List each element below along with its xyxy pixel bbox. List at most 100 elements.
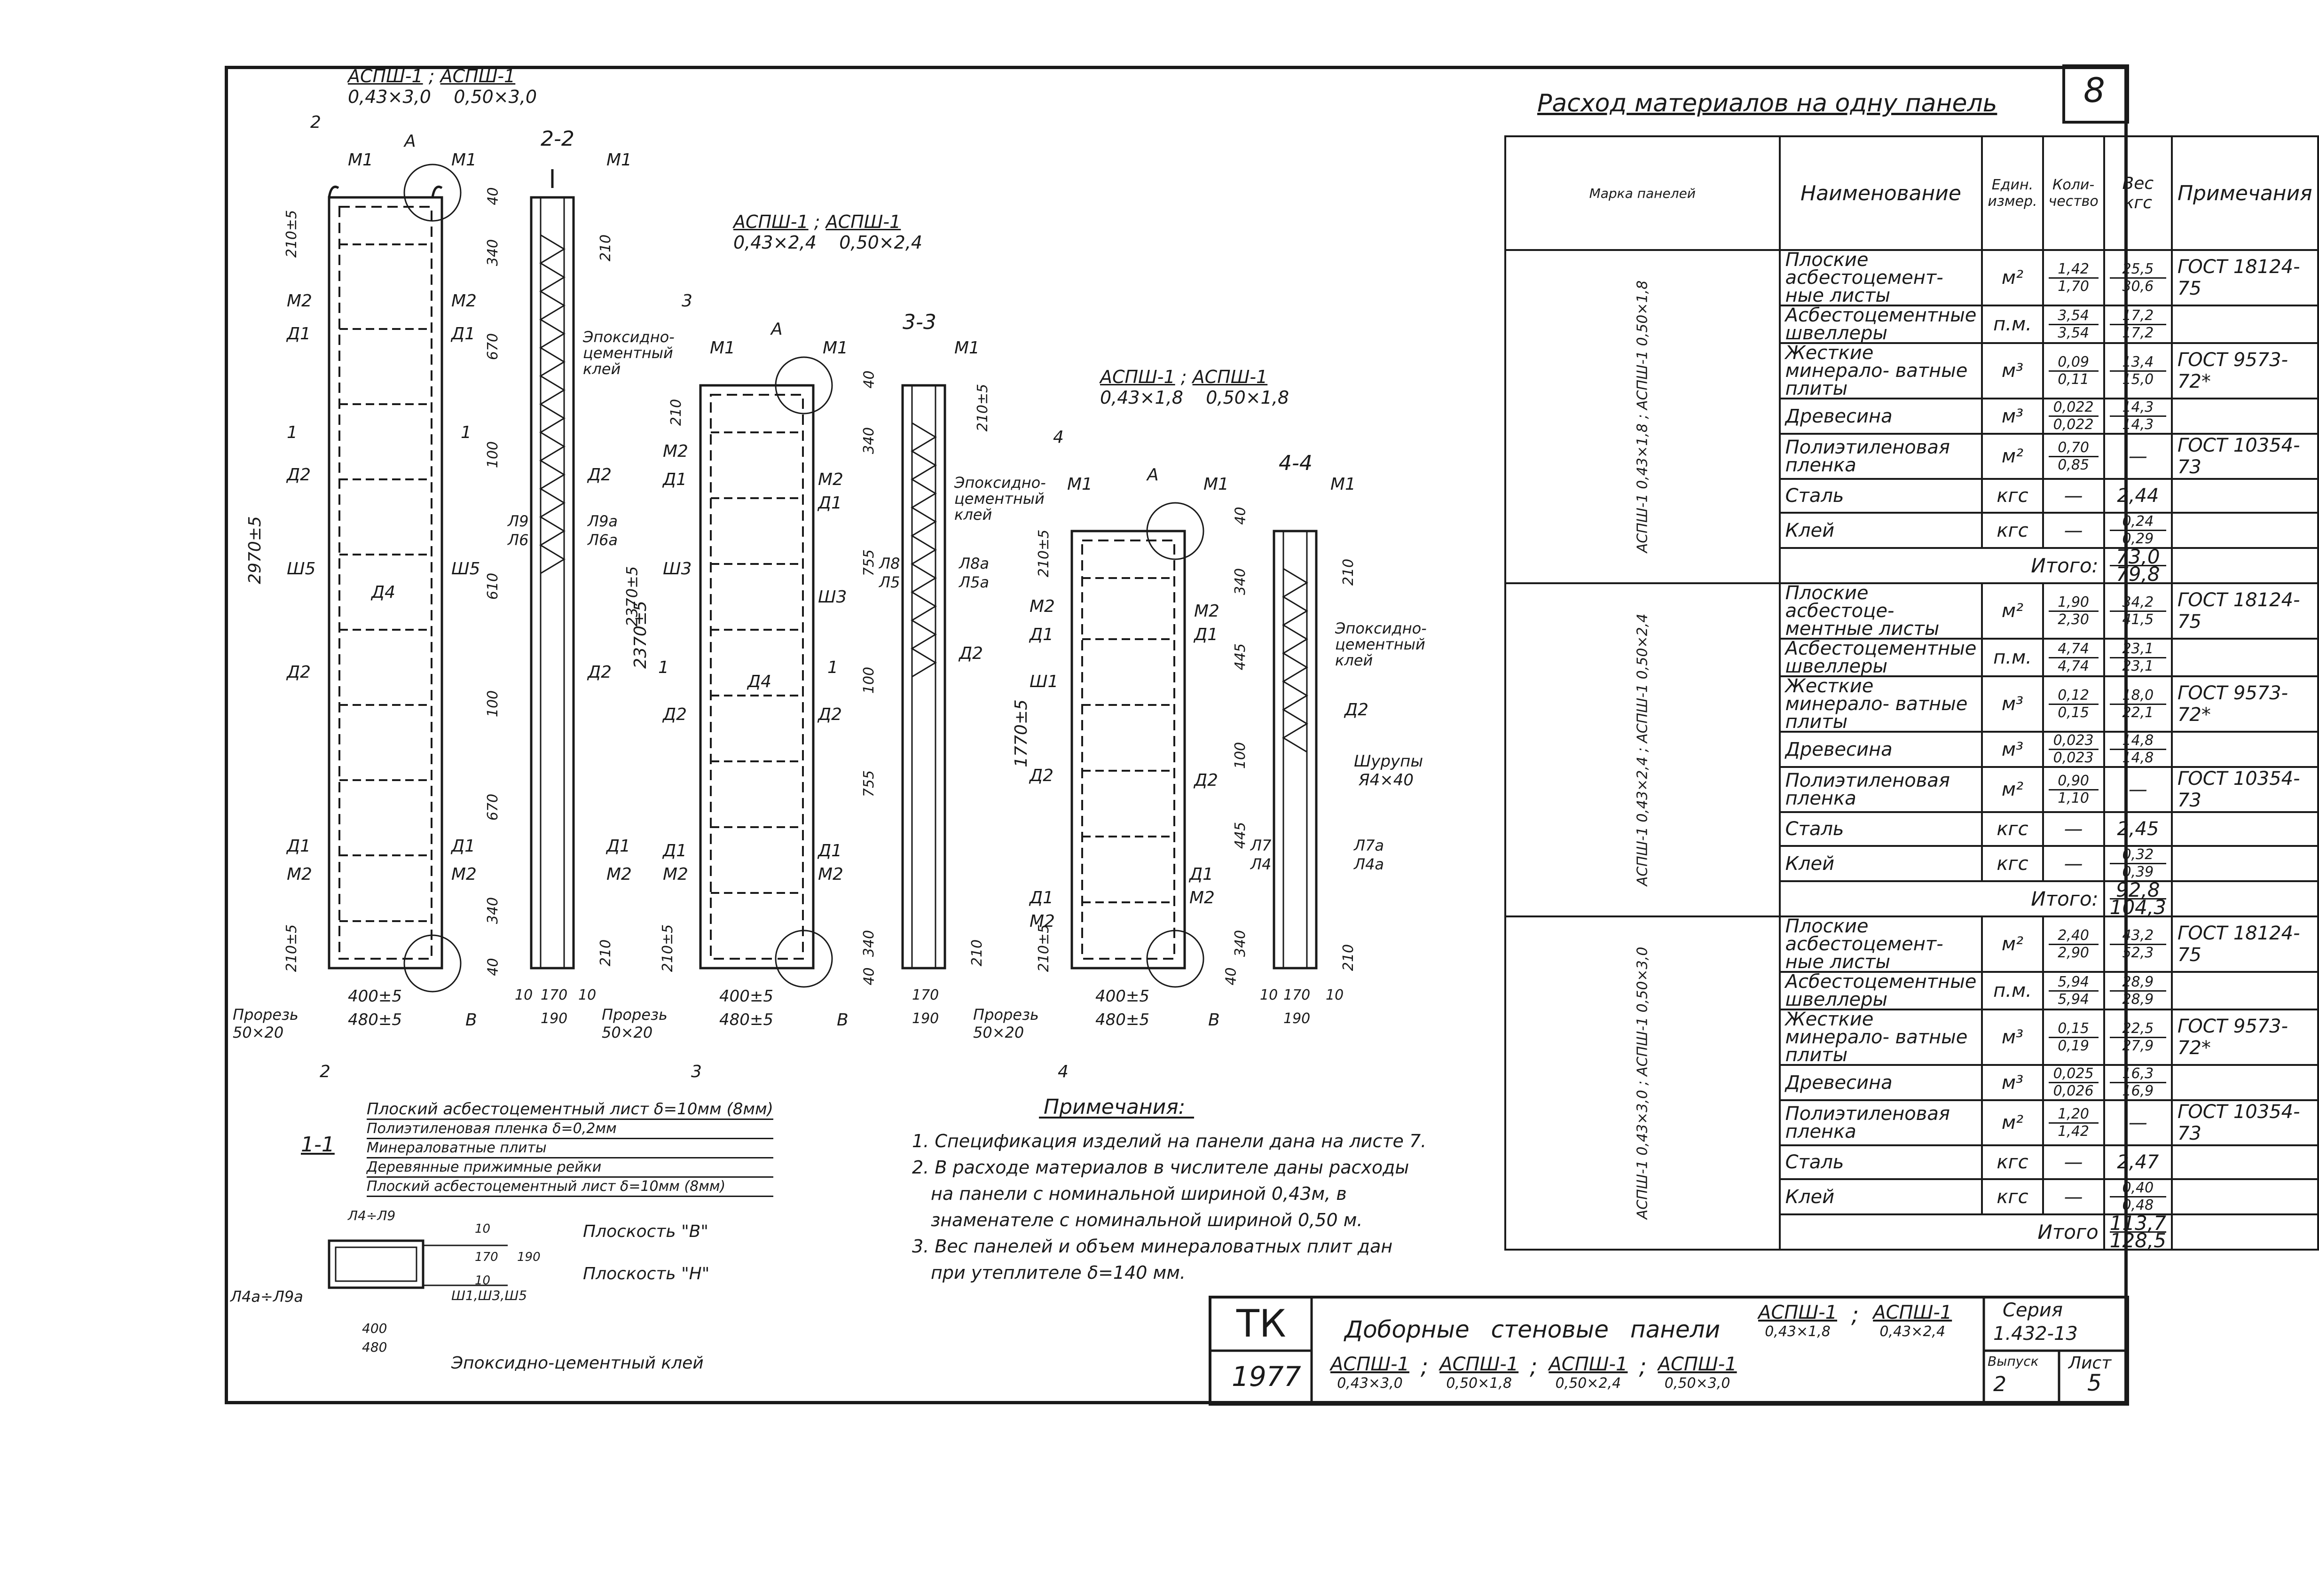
fraction-part: 28,9: [2109, 974, 2166, 992]
fraction-part: 0,15: [2048, 1020, 2099, 1038]
material-name: Асбестоцементные швеллеры: [1778, 305, 1983, 344]
fraction-part: 27,9: [2122, 1037, 2154, 1054]
fraction-part: 0,12: [2048, 687, 2099, 705]
panel-1-side-10a: 10: [515, 987, 533, 1003]
panel-2-part-m1-right: М1: [823, 338, 848, 358]
panel-3-dim-210pm5-bottom: 210±5: [1036, 924, 1053, 972]
panel-3-dim-210: 210: [1340, 558, 1357, 586]
fraction-part: 0,15: [2058, 704, 2090, 721]
panel-3-side-10a: 10: [1260, 987, 1278, 1003]
material-name: Древесина: [1778, 1064, 1983, 1101]
fraction-part: 73,0: [2109, 547, 2166, 567]
panel-2-part-d1: Д1: [663, 470, 687, 489]
panel-1-height-dim: 2970±5: [245, 516, 265, 584]
fraction-part: 34,2: [2109, 594, 2166, 612]
panel-1-dim-670: 670: [485, 333, 502, 360]
notes-list: 1. Спецификация изделий на панели дана н…: [912, 1128, 1426, 1286]
panel-1-loop-left: [328, 186, 339, 198]
sheet-number: 8: [2083, 70, 2105, 110]
title-block-title: Доборные стеновые панели: [1344, 1316, 1721, 1343]
panel-3-part-m1-right: М1: [1203, 475, 1229, 494]
fraction-part: 1,10: [2058, 790, 2090, 806]
fraction-part: 0,85: [2058, 456, 2090, 473]
panel-3-dim-340: 340: [1232, 568, 1249, 595]
material-unit: м²: [1981, 766, 2044, 813]
material-note: [2170, 478, 2319, 514]
fraction-part: 3,54: [2058, 324, 2090, 341]
panel-2-part-sh3: Ш3: [663, 559, 692, 579]
section-dim-400: 400: [362, 1321, 387, 1336]
material-qty: —: [2042, 1178, 2105, 1215]
panel-1-inner-frame: [338, 206, 432, 960]
section-1-1-outline: [328, 1239, 424, 1289]
panel-3-section-label: 4-4: [1279, 451, 1313, 475]
material-table-title: Расход материалов на одну панель: [1537, 89, 1997, 117]
panel-2-side-l8: Л8: [879, 555, 900, 572]
fraction-part: 0,11: [2058, 371, 2090, 388]
panel-2-part-d2-right: Д2: [818, 705, 842, 724]
title-mark-3: АСПШ-1 0,43×3,0: [1330, 1353, 1410, 1392]
panel-3-ribs: [1082, 577, 1174, 903]
panel-1-cut-1-right: 1: [461, 423, 472, 442]
drawing-linework: [328, 64, 2129, 1406]
fraction-part: 1,42: [2048, 261, 2099, 279]
panel-3-front-outline: [1070, 530, 1186, 970]
panel-2-part-d1-lower: Д1: [663, 841, 687, 861]
panel-3-side-l4a: Л4а: [1354, 855, 1384, 873]
section-dim-170: 170: [475, 1250, 498, 1264]
panel-1-side-m2: М2: [451, 291, 477, 311]
total-label: Итого:: [1778, 880, 2105, 917]
panel-1-side-190: 190: [541, 1010, 568, 1027]
panel-3-part-m2: М2: [1030, 597, 1055, 616]
material-weight: 2,45: [2103, 811, 2173, 847]
panel-1-part-m2: М2: [287, 291, 312, 311]
panel-2-dim-210pm5-bottom: 210±5: [660, 924, 676, 972]
fraction-part: 0,022: [2048, 399, 2099, 417]
panel-1-detail-circle-top: [403, 164, 462, 222]
panel-2-dim-210pm5-top: 210±5: [975, 383, 991, 432]
panel-2-side-190: 190: [912, 1010, 939, 1027]
fraction-part: 92,8: [2109, 880, 2166, 900]
panel-2-side-l8a: Л8а: [959, 555, 990, 572]
section-dim-190: 190: [517, 1250, 541, 1264]
panel-2-mark: АСПШ-1 ; АСПШ-1 0,43×2,4 0,50×2,4: [733, 211, 923, 253]
group-mark: АСПШ-1 0,43×2,4 ; АСПШ-1 0,50×2,4: [1504, 582, 1781, 917]
note-line-6: при утеплителе δ=140 мм.: [931, 1262, 1186, 1283]
material-unit: кгс: [1981, 845, 2044, 882]
fraction-part: 17,2: [2122, 324, 2154, 341]
header-unit: Един. измер.: [1981, 135, 2044, 251]
material-table-header: Марка панелей Наименование Един. измер. …: [1504, 135, 2319, 251]
material-note: ГОСТ 18124-75: [2170, 249, 2319, 306]
panel-1-dim-340-lower: 340: [485, 897, 502, 924]
fraction-part: 1,20: [2048, 1106, 2099, 1124]
panel-2-part-m2: М2: [663, 442, 688, 461]
fraction-part: 23,1: [2122, 657, 2154, 674]
fraction-part: 128,5: [2109, 1229, 2166, 1252]
fraction-part: 0,19: [2058, 1037, 2090, 1054]
panel-1-front-outline: [328, 196, 443, 970]
panel-3-part-d1-right-lower: Д1: [1189, 865, 1214, 884]
panel-2-side-m1: М1: [954, 338, 980, 358]
panel-2-dim-340: 340: [861, 427, 878, 454]
fraction-part: 18,0: [2109, 687, 2166, 705]
panel-1-dim-100: 100: [485, 441, 502, 469]
fraction-part: 14,3: [2109, 399, 2166, 417]
title-mark-1: АСПШ-1 0,43×1,8: [1758, 1302, 1838, 1340]
title-block-marks-bottom: АСПШ-1 0,43×3,0 ; АСПШ-1 0,50×1,8 ; АСПШ…: [1330, 1353, 1737, 1392]
material-unit: м²: [1981, 915, 2044, 973]
panel-3-side-l4: Л4: [1250, 855, 1272, 873]
title-block-issue-label: Выпуск: [1988, 1353, 2039, 1369]
material-note: [2170, 845, 2319, 882]
